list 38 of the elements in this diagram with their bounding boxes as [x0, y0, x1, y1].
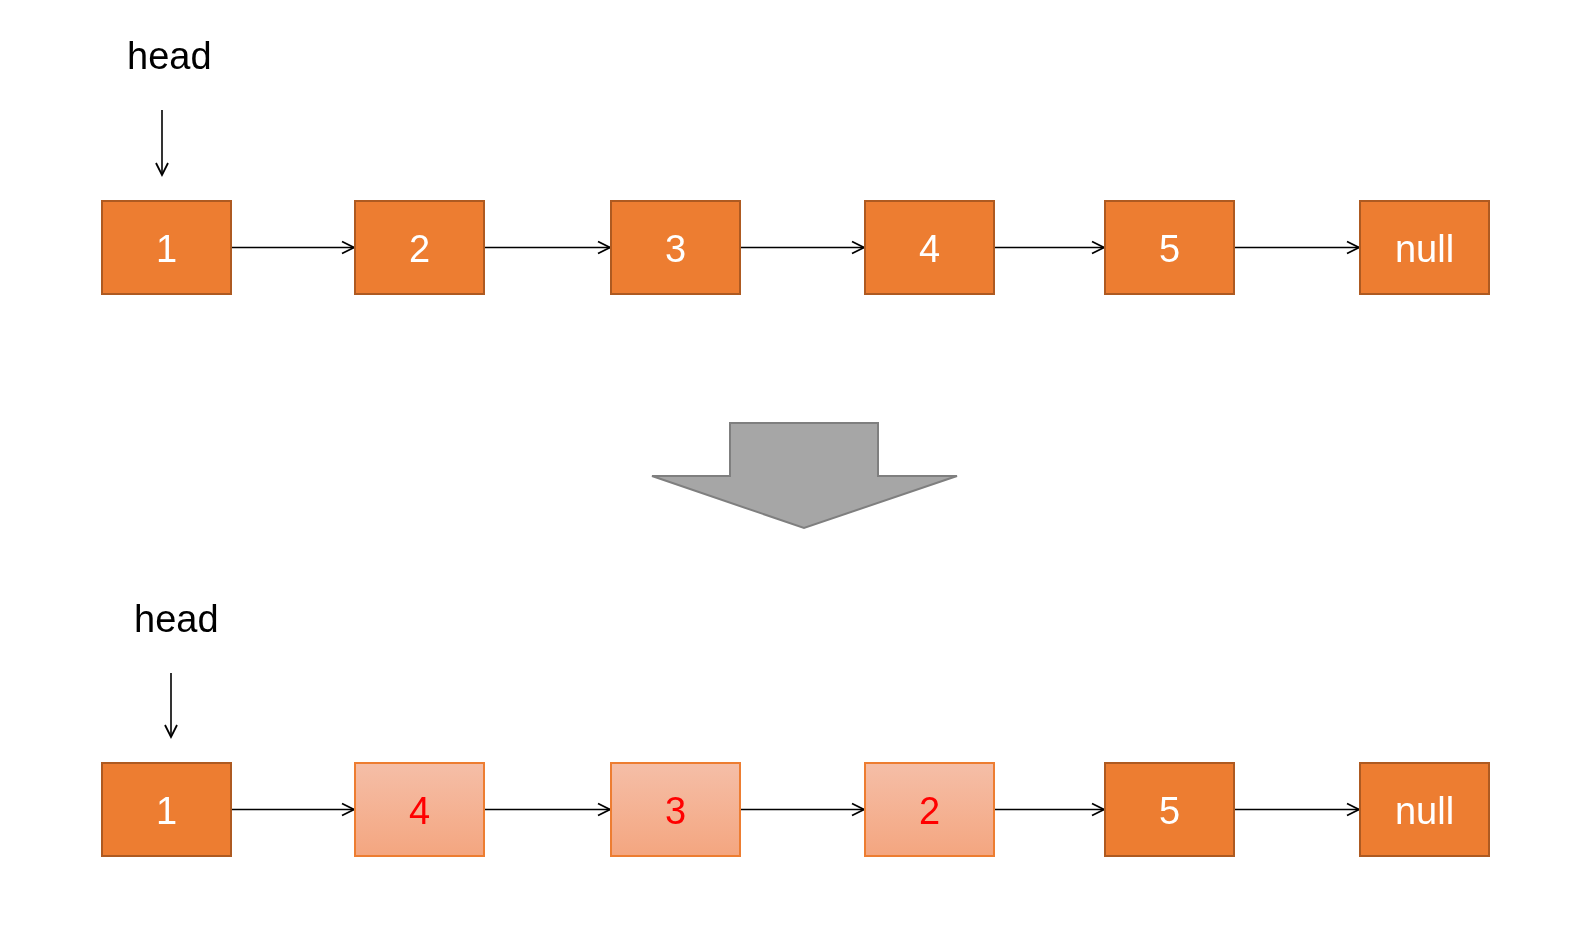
node-value: 4: [918, 230, 941, 268]
node-value: 2: [408, 230, 431, 268]
node-value: 2: [918, 792, 941, 830]
arrow: [231, 802, 355, 817]
arrow: [994, 240, 1105, 255]
list-node: [610, 762, 741, 857]
node-value: 5: [1158, 792, 1181, 830]
arrow: [740, 240, 865, 255]
node-value: 1: [155, 230, 178, 268]
list-node: [1359, 762, 1490, 857]
list-node: [354, 762, 485, 857]
list-node: [864, 200, 995, 295]
list-node: [1104, 200, 1235, 295]
arrow: [1234, 802, 1360, 817]
arrow: [484, 802, 611, 817]
pointer-label: head: [127, 35, 212, 77]
pointer-label: head: [134, 598, 219, 640]
arrow: [155, 109, 169, 176]
arrow: [231, 240, 355, 255]
node-value: 3: [664, 792, 687, 830]
node-value: null: [1394, 230, 1455, 268]
list-node: [1104, 762, 1235, 857]
list-node: [610, 200, 741, 295]
list-node: [101, 200, 232, 295]
list-node: [864, 762, 995, 857]
node-value: 3: [664, 230, 687, 268]
arrow: [1234, 240, 1360, 255]
list-node: [101, 762, 232, 857]
list-node: [1359, 200, 1490, 295]
node-value: 1: [155, 792, 178, 830]
node-value: null: [1394, 792, 1455, 830]
node-value: 4: [408, 792, 431, 830]
arrow: [994, 802, 1105, 817]
node-value: 5: [1158, 230, 1181, 268]
arrow: [740, 802, 865, 817]
arrow: [484, 240, 611, 255]
list-node: [354, 200, 485, 295]
arrow: [164, 672, 178, 738]
